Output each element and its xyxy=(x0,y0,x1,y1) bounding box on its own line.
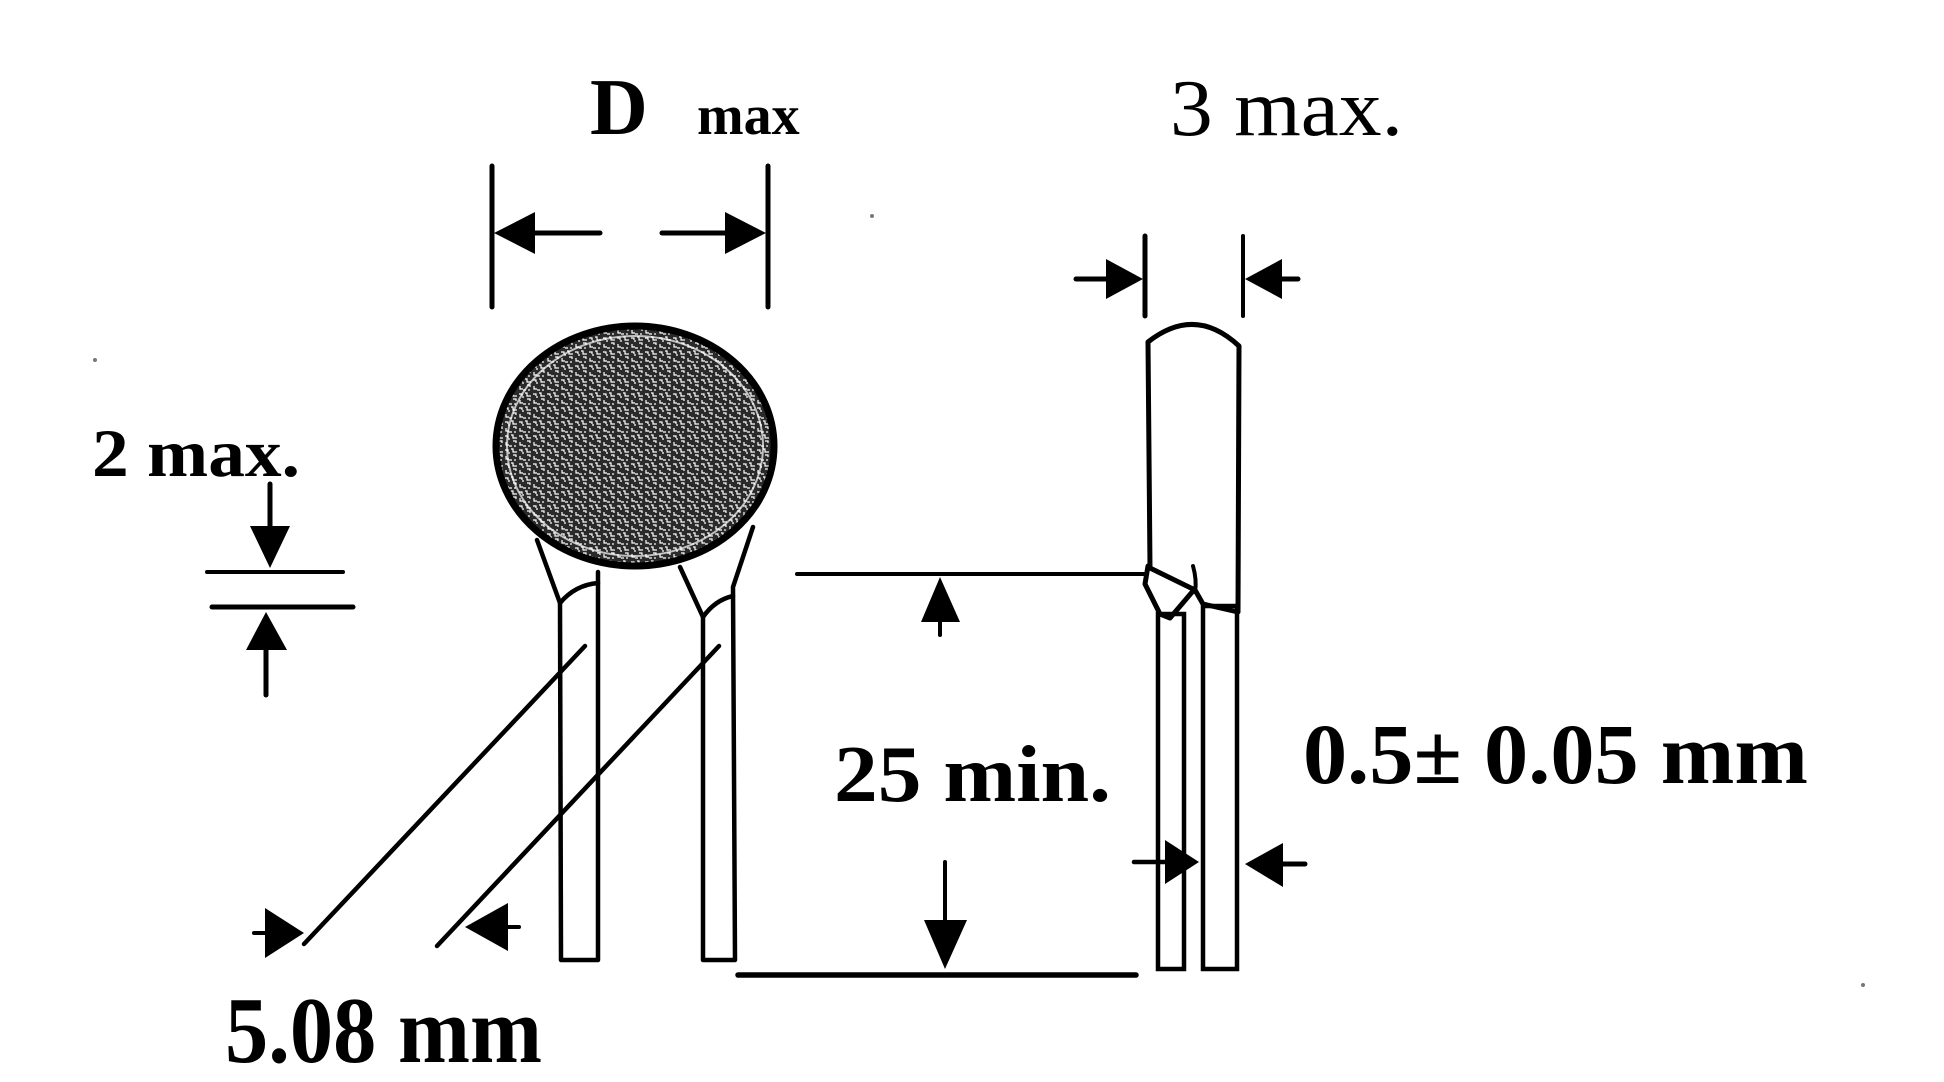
arrow-left-icon xyxy=(465,903,508,951)
arrow-right-icon xyxy=(1165,840,1199,884)
side-view xyxy=(1073,233,1308,972)
side-lead-front xyxy=(1155,611,1187,972)
scan-speck xyxy=(1861,983,1865,987)
arrow-up-icon xyxy=(921,577,960,622)
label-coating-runout: 2 max. xyxy=(92,415,300,491)
side-coating-hook xyxy=(1191,564,1198,594)
arrow-left-icon xyxy=(1245,843,1283,887)
scan-speck xyxy=(93,358,97,362)
front-view xyxy=(205,163,778,963)
spacing-leader-left xyxy=(301,643,588,947)
left-lead xyxy=(534,537,601,963)
scan-speck xyxy=(870,214,874,218)
side-lead-back xyxy=(1200,603,1240,972)
thickness-dimension xyxy=(1073,233,1301,319)
lead-spacing-dimension xyxy=(252,643,722,958)
label-lead-spacing: 5.08 mm xyxy=(225,979,542,1082)
arrow-right-icon xyxy=(1106,259,1143,299)
spacing-leader-right xyxy=(434,643,722,949)
left-lead-outline xyxy=(534,537,601,963)
label-body-thickness: 3 max. xyxy=(1170,65,1403,153)
disc-rim-highlight xyxy=(506,335,764,557)
right-lead xyxy=(677,524,756,963)
side-coating-wedge xyxy=(1142,563,1196,621)
right-lead-outline xyxy=(677,524,756,963)
label-lead-length: 25 min. xyxy=(834,731,1111,819)
arrow-down-icon xyxy=(924,920,967,969)
diameter-dimension xyxy=(489,163,771,310)
arrow-down-icon xyxy=(250,526,290,568)
arrow-left-icon xyxy=(1245,259,1282,299)
left-lead-meniscus xyxy=(557,580,601,606)
capacitor-disc-body xyxy=(492,322,778,570)
label-lead-diameter: 0.5± 0.05 mm xyxy=(1303,706,1808,802)
arrow-up-icon xyxy=(246,612,287,650)
arrow-right-icon xyxy=(265,908,304,958)
label-diameter-qualifier: max xyxy=(697,85,800,147)
right-lead-meniscus xyxy=(700,593,736,620)
lead-diameter-dimension xyxy=(1131,840,1308,887)
arrow-left-icon xyxy=(494,212,535,254)
lead-length-dimension xyxy=(735,572,1148,978)
coating-runout-dimension xyxy=(205,481,356,698)
arrow-right-icon xyxy=(725,212,766,254)
label-diameter-symbol: D xyxy=(590,64,648,152)
